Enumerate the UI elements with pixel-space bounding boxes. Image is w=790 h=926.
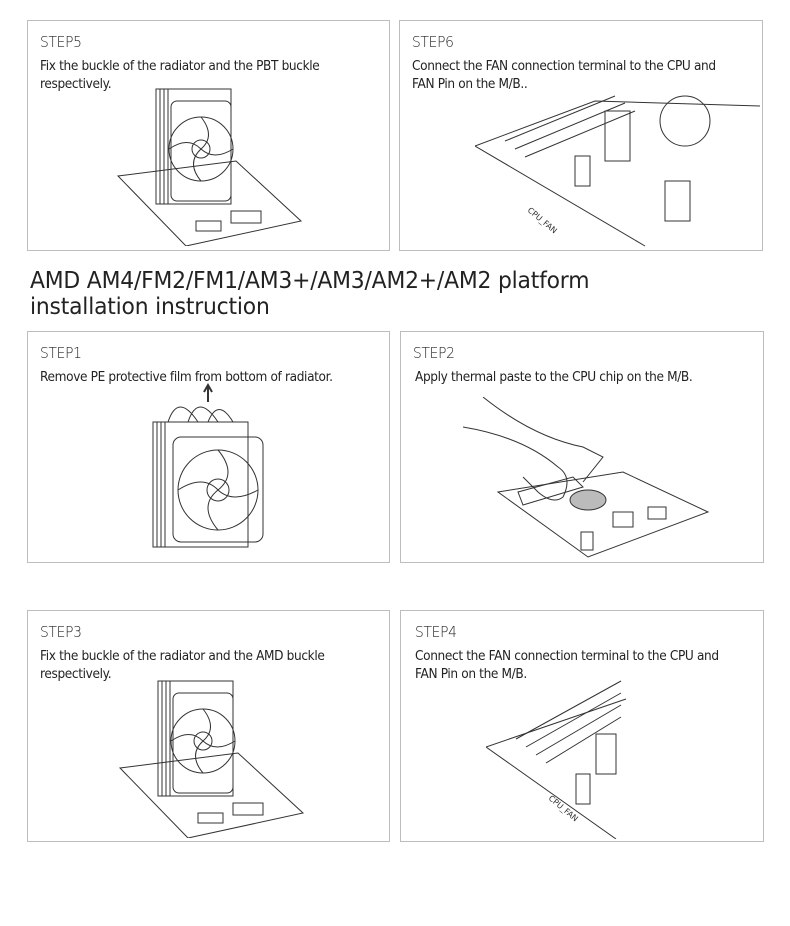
step-description: Fix the buckle of the radiator and the A… xyxy=(40,648,325,682)
cooler-on-board-illustration xyxy=(118,680,305,838)
step5-panel: STEP5 Fix the buckle of the radiator and… xyxy=(27,20,390,251)
step-description: Connect the FAN connection terminal to t… xyxy=(415,648,719,682)
step4-panel: STEP4 Connect the FAN connection termina… xyxy=(400,610,764,842)
step1-panel: STEP1 Remove PE protective film from bot… xyxy=(27,331,390,563)
step-description: Connect the FAN connection terminal to t… xyxy=(412,58,716,92)
cooler-on-board-illustration xyxy=(116,88,303,246)
cpu-fan-label: CPU_FAN xyxy=(526,206,559,236)
step-description: Fix the buckle of the radiator and the P… xyxy=(40,58,320,92)
step-title: STEP3 xyxy=(40,623,82,641)
step2-panel: STEP2 Apply thermal paste to the CPU chi… xyxy=(400,331,764,563)
step6-panel: STEP6 Connect the FAN connection termina… xyxy=(399,20,763,251)
step-description: Apply thermal paste to the CPU chip on t… xyxy=(415,369,693,385)
thermal-paste-illustration xyxy=(463,397,710,558)
step-description: Remove PE protective film from bottom of… xyxy=(40,369,333,385)
step3-panel: STEP3 Fix the buckle of the radiator and… xyxy=(27,610,390,842)
step-title: STEP2 xyxy=(413,344,455,362)
step-title: STEP4 xyxy=(415,623,457,641)
section-title: AMD AM4/FM2/FM1/AM3+/AM3/AM2+/AM2 platfo… xyxy=(30,268,590,320)
step-title: STEP5 xyxy=(40,33,82,51)
cooler-illustration xyxy=(152,382,264,548)
step-title: STEP1 xyxy=(40,344,82,362)
cpu-fan-label: CPU_FAN xyxy=(547,794,580,824)
step-title: STEP6 xyxy=(412,33,454,51)
fan-header-illustration: CPU_FAN xyxy=(475,95,760,247)
fan-header-illustration: CPU_FAN xyxy=(486,680,627,839)
